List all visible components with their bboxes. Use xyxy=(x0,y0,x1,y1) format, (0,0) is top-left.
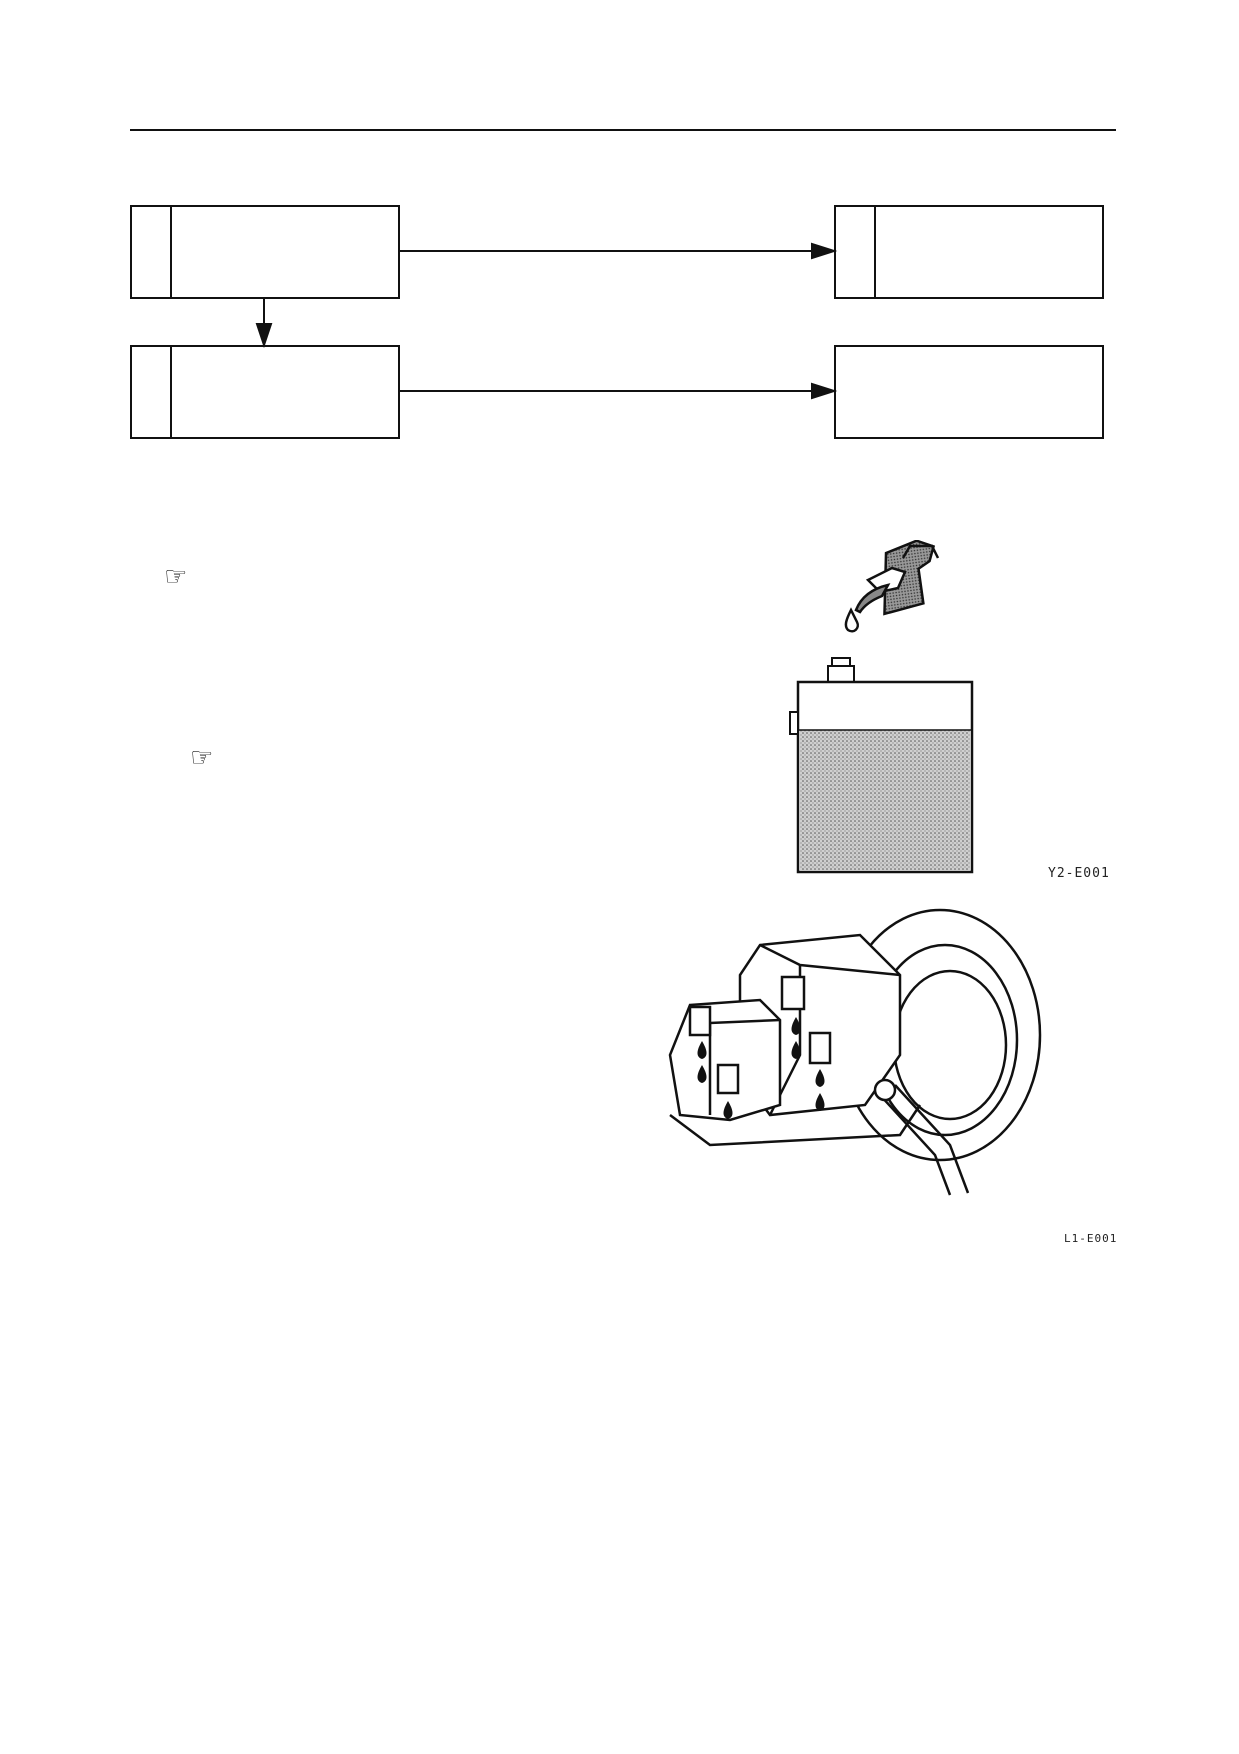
pump-illustration xyxy=(668,908,1042,1196)
port-fitting xyxy=(716,1063,740,1095)
oil-level-fill xyxy=(800,730,970,870)
sight-gauge xyxy=(789,711,799,735)
pointing-hand-icon: ☞ xyxy=(164,564,187,590)
oil-drop-icon xyxy=(697,1041,707,1059)
oil-drop-icon xyxy=(815,1069,825,1087)
hand-glyph: ☞ xyxy=(190,743,214,773)
hand-glyph: ☞ xyxy=(164,562,188,592)
flow-box-divider xyxy=(874,207,876,297)
oil-drop-icon xyxy=(723,1101,733,1119)
flow-box-divider xyxy=(170,347,172,437)
oil-tank-illustration xyxy=(789,540,974,874)
flow-box-bottom-left xyxy=(130,345,400,439)
arrow-down-head xyxy=(255,323,273,349)
oil-drop-icon xyxy=(791,1041,801,1059)
hose xyxy=(879,1084,970,1196)
oil-drop-icon xyxy=(844,607,859,633)
flow-box-bottom-right xyxy=(834,345,1104,439)
port-fitting xyxy=(688,1005,712,1037)
flow-box-top-right xyxy=(834,205,1104,299)
flow-box-top-left xyxy=(130,205,400,299)
valve-block xyxy=(668,998,782,1122)
oil-drop-icon xyxy=(791,1017,801,1035)
arrow-bottom-head xyxy=(811,382,838,400)
flow-box-divider xyxy=(170,207,172,297)
figure-code-tank: Y2-E001 xyxy=(1048,866,1110,881)
port-fitting xyxy=(780,975,806,1011)
port-fitting xyxy=(808,1031,832,1065)
leak-drops xyxy=(697,1017,825,1119)
pointing-hand-icon: ☞ xyxy=(190,745,213,771)
oil-drop-icon xyxy=(815,1093,825,1111)
figure-code-pump: L1-E001 xyxy=(1064,1232,1118,1245)
oil-can-icon xyxy=(854,540,940,616)
arrow-top-head xyxy=(811,242,838,260)
flow-arrows xyxy=(255,242,838,400)
tank-cap xyxy=(827,657,855,683)
header-rule xyxy=(130,129,1116,131)
oil-drop-icon xyxy=(697,1065,707,1083)
